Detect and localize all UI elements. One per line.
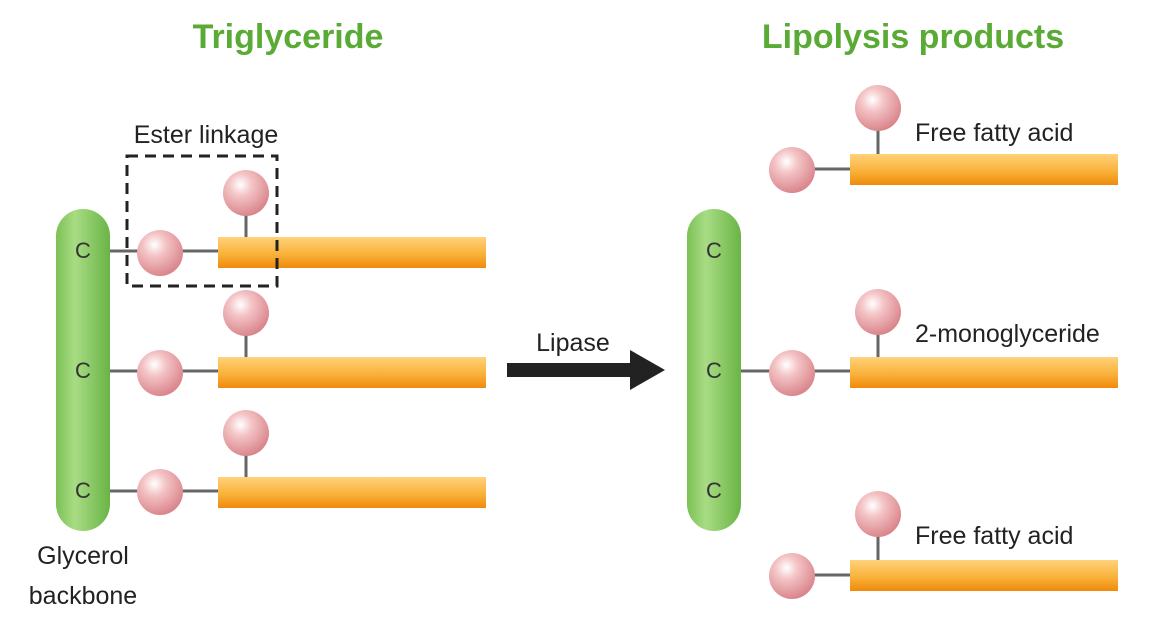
carbonyl-oxygen — [223, 410, 269, 456]
carbonyl-oxygen — [855, 85, 901, 131]
carbonyl-oxygen — [223, 290, 269, 336]
title-lipolysis-products: Lipolysis products — [762, 18, 1064, 56]
fatty-acid-chain — [218, 357, 486, 388]
lipase-reaction-arrow: Lipase — [507, 329, 665, 390]
product-label-2-monoglyceride: 2-monoglyceride — [915, 320, 1100, 348]
arrow-shaft — [507, 363, 635, 377]
hydroxyl-oxygen — [769, 553, 815, 599]
glycerol-backbone-right — [687, 209, 741, 531]
ester-linkage-box — [125, 154, 279, 288]
glycerol-label-line1: Glycerol — [37, 542, 129, 570]
product-label-free-fatty-acid-bottom: Free fatty acid — [915, 522, 1073, 550]
carbon-label: C — [75, 238, 91, 263]
fatty-acid-chain — [218, 237, 486, 268]
carbonyl-oxygen — [855, 289, 901, 335]
carbonyl-oxygen — [223, 170, 269, 216]
free-fatty-acid-chain — [850, 560, 1118, 591]
carbon-label: C — [75, 358, 91, 383]
triglyceride: C C C Ester linkage Glycerol backbone — [29, 121, 486, 610]
ester-linkage-label: Ester linkage — [134, 121, 279, 149]
carbon-label: C — [706, 478, 722, 503]
free-fatty-acid-chain — [850, 154, 1118, 185]
carbon-label: C — [706, 358, 722, 383]
glycerol-backbone-left — [56, 209, 110, 531]
carbonyl-oxygen — [855, 491, 901, 537]
product-label-free-fatty-acid-top: Free fatty acid — [915, 119, 1073, 147]
ester-oxygen — [769, 350, 815, 396]
title-triglyceride: Triglyceride — [193, 18, 384, 56]
ester-oxygen — [137, 469, 183, 515]
ester-oxygen — [137, 230, 183, 276]
lipase-label: Lipase — [536, 329, 610, 357]
glycerol-label-line2: backbone — [29, 582, 137, 610]
ester-oxygen — [137, 350, 183, 396]
fatty-acid-chain — [218, 477, 486, 508]
carbon-label: C — [706, 238, 722, 263]
monoglyceride-chain — [850, 357, 1118, 388]
lipolysis-products: C C C Free fatty acid 2-monoglyceride Fr… — [687, 85, 1118, 599]
hydroxyl-oxygen — [769, 147, 815, 193]
carbon-label: C — [75, 478, 91, 503]
arrow-head — [630, 350, 665, 390]
